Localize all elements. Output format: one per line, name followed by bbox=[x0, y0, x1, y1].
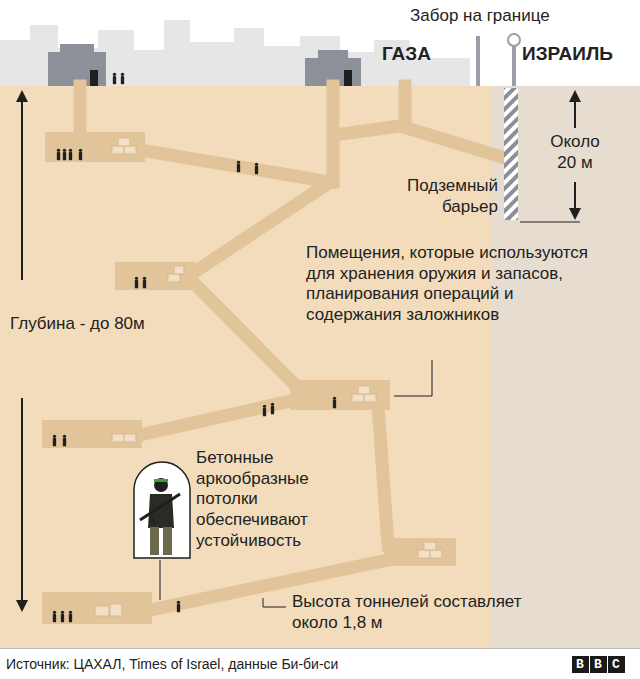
region-label: ГАЗА bbox=[382, 42, 472, 65]
supply-crates bbox=[95, 138, 442, 616]
room-note: Помещения, которые используются для хран… bbox=[306, 243, 606, 326]
depth-label: Глубина - до 80м bbox=[10, 314, 160, 335]
border-fence bbox=[476, 34, 520, 86]
leader-line bbox=[160, 360, 432, 607]
arch-note: Бетонные аркообразные потолки обеспечива… bbox=[196, 448, 330, 552]
arch-soldier-icon bbox=[134, 462, 190, 558]
ground-israel bbox=[492, 86, 640, 648]
barrier-label: Подземный барьер bbox=[380, 176, 498, 217]
footer-rule bbox=[0, 648, 640, 649]
dimension-label: Около 20 м bbox=[542, 132, 608, 173]
source-caption: Источник: ЦАХАЛ, Times of Israel, данные… bbox=[6, 656, 546, 673]
region-label: ИЗРАИЛЬ bbox=[522, 42, 638, 65]
fence-label: Забор на границе bbox=[410, 6, 600, 27]
tunnel-rooms bbox=[42, 132, 456, 624]
ground-gaza bbox=[0, 86, 640, 648]
people bbox=[53, 73, 336, 623]
underground-barrier bbox=[504, 88, 518, 220]
height-note: Высота тоннелей составляет около 1,8 м bbox=[292, 592, 532, 633]
tunnel-network bbox=[80, 86, 505, 610]
bbc-logo: BBC bbox=[576, 657, 636, 672]
footer-band bbox=[0, 648, 640, 679]
depth-arrow bbox=[16, 90, 28, 612]
